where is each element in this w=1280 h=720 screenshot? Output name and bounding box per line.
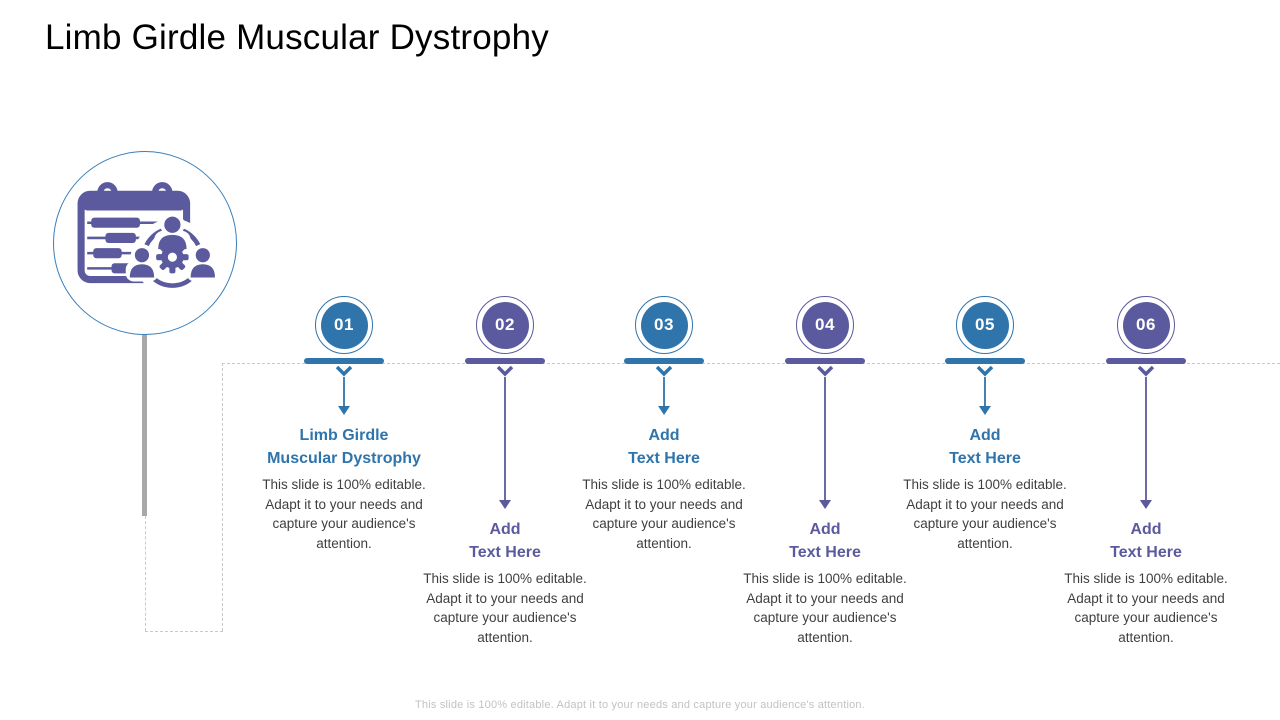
- item-body: This slide is 100% editable. Adapt it to…: [262, 477, 426, 551]
- dashed-connector-right-vertical: [222, 363, 223, 631]
- hero-circle: [53, 151, 237, 335]
- calendar-team-gear-icon: [77, 182, 220, 296]
- step-number: 01: [320, 301, 368, 349]
- item-heading: Add Text Here: [789, 521, 861, 561]
- down-arrow-icon: [496, 366, 514, 509]
- step-number: 02: [481, 301, 529, 349]
- item-body: This slide is 100% editable. Adapt it to…: [1064, 571, 1228, 645]
- item-heading: Limb Girdle Muscular Dystrophy: [267, 427, 421, 467]
- item-heading: Add Text Here: [949, 427, 1021, 467]
- down-arrow-icon: [1137, 366, 1155, 509]
- tick-bar: [304, 358, 384, 364]
- step-badge-03: 03: [635, 296, 693, 354]
- tick-bar: [785, 358, 865, 364]
- item-heading: Add Text Here: [469, 521, 541, 561]
- tick-bar: [945, 358, 1025, 364]
- tick-bar: [1106, 358, 1186, 364]
- step-number: 04: [801, 301, 849, 349]
- item-heading: Add Text Here: [628, 427, 700, 467]
- footer-note: This slide is 100% editable. Adapt it to…: [415, 699, 865, 711]
- step-badge-02: 02: [476, 296, 534, 354]
- hero-stem-line: [142, 334, 147, 516]
- dashed-connector-bottom: [145, 631, 223, 632]
- down-arrow-icon: [655, 366, 673, 415]
- step-badge-06: 06: [1117, 296, 1175, 354]
- tick-bar: [624, 358, 704, 364]
- down-arrow-icon: [976, 366, 994, 415]
- item-body: This slide is 100% editable. Adapt it to…: [582, 477, 746, 551]
- timeline-item-02: 02 Add Text Here This slide is 100% edit…: [407, 296, 603, 647]
- page-title: Limb Girdle Muscular Dystrophy: [45, 18, 549, 57]
- timeline-item-04: 04 Add Text Here This slide is 100% edit…: [727, 296, 923, 647]
- timeline-item-03: 03 Add Text Here This slide is 100% edit…: [566, 296, 762, 553]
- item-body: This slide is 100% editable. Adapt it to…: [903, 477, 1067, 551]
- timeline-item-05: 05 Add Text Here This slide is 100% edit…: [887, 296, 1083, 553]
- step-number: 06: [1122, 301, 1170, 349]
- tick-bar: [465, 358, 545, 364]
- step-number: 03: [640, 301, 688, 349]
- step-badge-05: 05: [956, 296, 1014, 354]
- item-heading: Add Text Here: [1110, 521, 1182, 561]
- item-body: This slide is 100% editable. Adapt it to…: [423, 571, 587, 645]
- down-arrow-icon: [816, 366, 834, 509]
- timeline-item-06: 06 Add Text Here This slide is 100% edit…: [1048, 296, 1244, 647]
- dashed-connector-left-vertical: [145, 516, 146, 631]
- step-number: 05: [961, 301, 1009, 349]
- item-body: This slide is 100% editable. Adapt it to…: [743, 571, 907, 645]
- down-arrow-icon: [335, 366, 353, 415]
- step-badge-04: 04: [796, 296, 854, 354]
- step-badge-01: 01: [315, 296, 373, 354]
- timeline-item-01: 01 Limb Girdle Muscular Dystrophy This s…: [246, 296, 442, 553]
- dashed-timeline-axis: [222, 363, 1280, 364]
